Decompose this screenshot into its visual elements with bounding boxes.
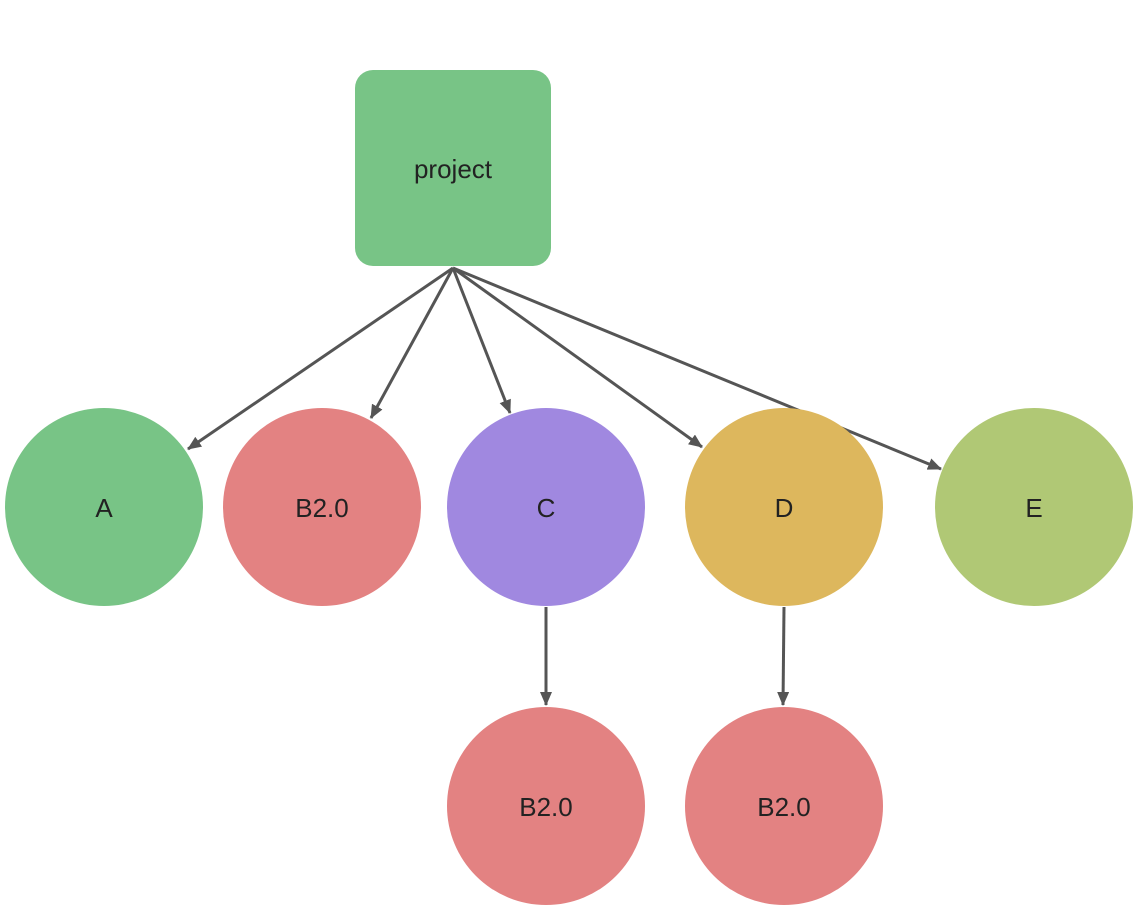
node-b1-circle: [223, 408, 421, 606]
node-project[interactable]: project: [355, 70, 551, 266]
node-b2-label: B2.0: [519, 792, 573, 822]
node-c[interactable]: C: [447, 408, 645, 606]
edge-project-to-d: [452, 266, 703, 449]
node-a[interactable]: A: [5, 408, 203, 606]
node-e-circle: [935, 408, 1133, 606]
edge-project-to-a: [187, 266, 454, 451]
edge-project-to-e: [452, 266, 942, 471]
node-b3-label: B2.0: [757, 792, 811, 822]
node-a-circle: [5, 408, 203, 606]
node-a-label: A: [95, 493, 113, 523]
node-b1-label: B2.0: [295, 493, 349, 523]
node-b1[interactable]: B2.0: [223, 408, 421, 606]
node-d-circle: [685, 408, 883, 606]
edge-project-to-b1: [369, 267, 455, 419]
node-e-label: E: [1025, 493, 1042, 523]
node-b3[interactable]: B2.0: [685, 707, 883, 905]
node-project-label: project: [414, 154, 493, 184]
node-d[interactable]: D: [685, 408, 883, 606]
edges-layer: [187, 266, 942, 706]
node-b2-circle: [447, 707, 645, 905]
node-c-circle: [447, 408, 645, 606]
node-d-label: D: [775, 493, 794, 523]
node-c-label: C: [537, 493, 556, 523]
node-b2[interactable]: B2.0: [447, 707, 645, 905]
node-b3-circle: [685, 707, 883, 905]
node-project-box: [355, 70, 551, 266]
node-e[interactable]: E: [935, 408, 1133, 606]
edge-d-to-b3: [777, 606, 790, 706]
edge-project-to-c: [451, 267, 512, 414]
